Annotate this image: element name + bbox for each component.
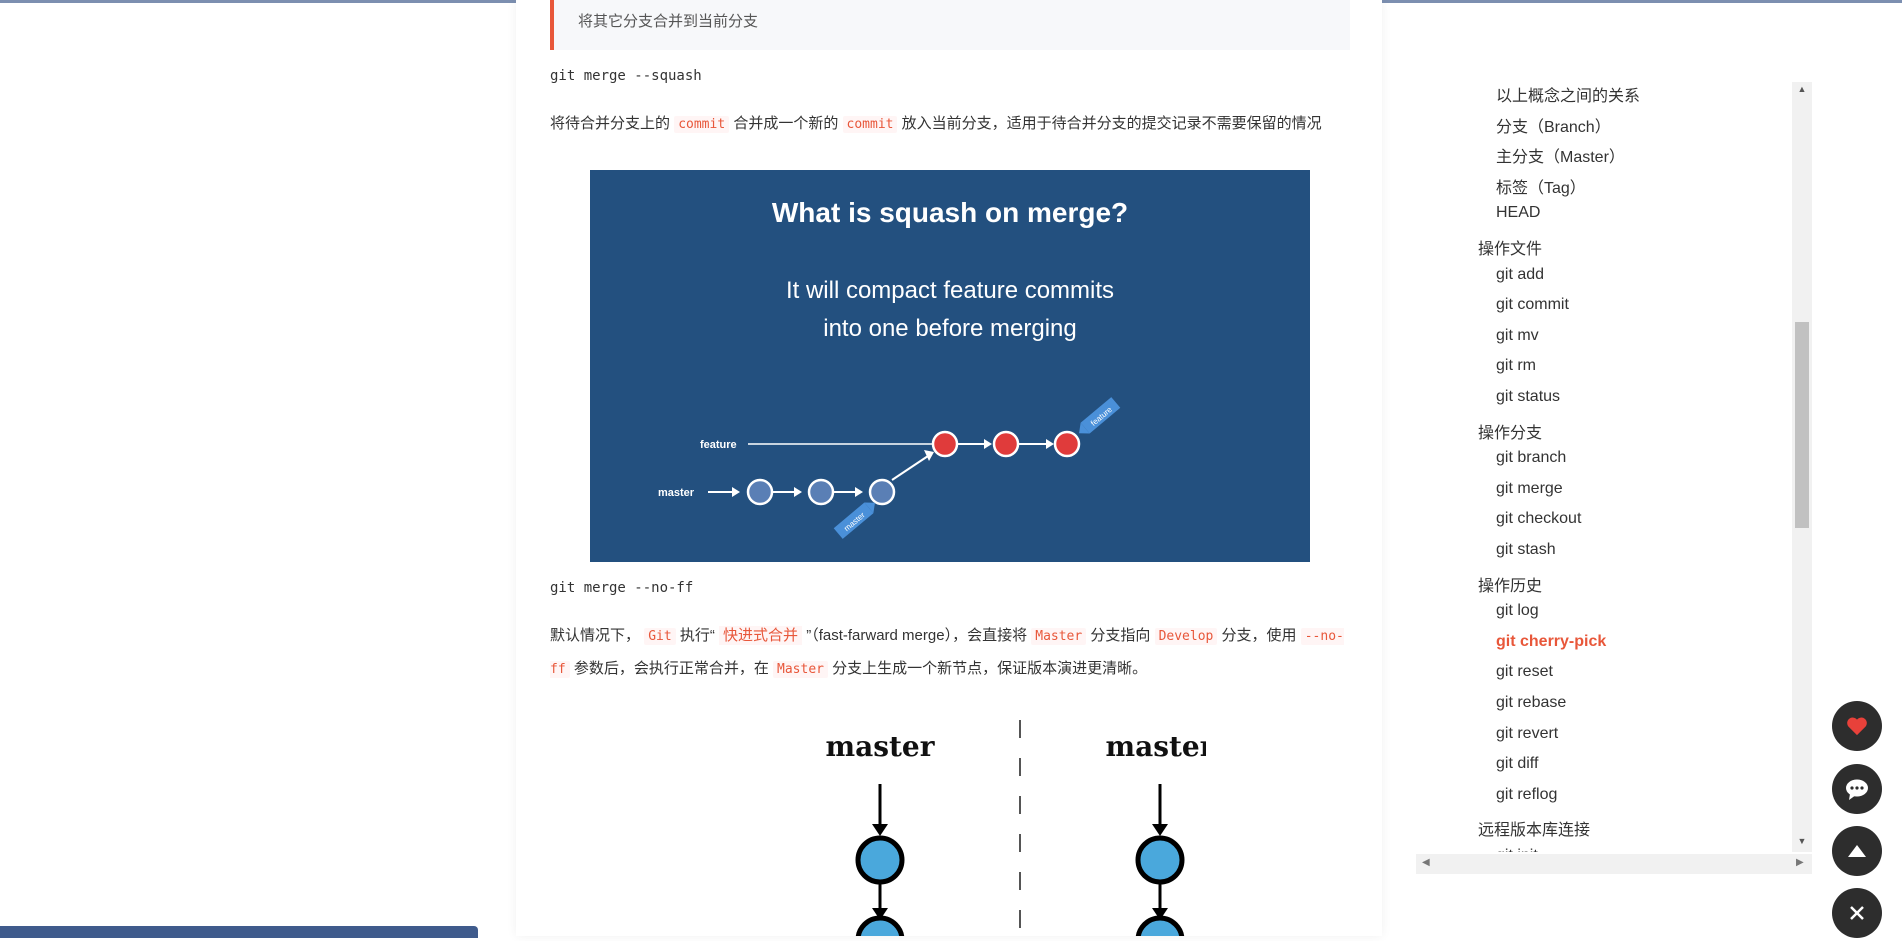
toc-item[interactable]: git rm [1496, 357, 1536, 375]
text: ”（fast-farward merge），会直接将 [806, 627, 1028, 644]
table-of-contents: 以上概念之间的关系分支（Branch） 主分支（Master） 标签（Tag） HEA… [1416, 82, 1812, 852]
toc-item[interactable]: git mv [1496, 326, 1539, 344]
article-content: 将其它分支合并到当前分支 git merge --squash 将待合并分支上的… [516, 0, 1382, 941]
feature-branch-label: feature [700, 439, 737, 451]
toc-horizontal-scrollbar[interactable]: ◀ ▶ [1416, 854, 1812, 874]
noff-paragraph: 默认情况下， Git 执行“ 快进式合并 ”（fast-farward merg… [550, 620, 1358, 686]
toc-item[interactable]: git log [1496, 602, 1539, 620]
toc-vertical-scrollbar[interactable]: ▲ ▼ [1792, 82, 1812, 852]
scroll-right-arrow-icon[interactable]: ▶ [1796, 857, 1804, 868]
toc-item[interactable]: git cherry-pick [1496, 632, 1607, 650]
noff-diagram-svg: master master [825, 720, 1216, 941]
toc-item[interactable]: git branch [1496, 449, 1567, 467]
master-branch-label: master [658, 487, 695, 499]
inline-code: commit [674, 116, 730, 133]
text: 放入当前分支，适用于待合并分支的提交记录不需要保留的情况 [901, 115, 1322, 132]
toc-item[interactable]: git reset [1496, 663, 1553, 681]
toc-item[interactable]: 标签（Tag） [1496, 179, 1586, 197]
left-branch [855, 784, 905, 941]
toc-item[interactable]: git stash [1496, 541, 1556, 558]
scroll-down-arrow-icon[interactable]: ▼ [1797, 836, 1807, 846]
master-tag: master [833, 502, 875, 539]
scrollbar-thumb[interactable] [1795, 322, 1809, 528]
diagram-line1: It will compact feature commits [786, 277, 1114, 304]
toc-item[interactable]: git revert [1496, 724, 1559, 742]
text: 执行“ [679, 627, 715, 644]
squash-diagram-svg: What is squash on merge? It will compact… [658, 197, 1128, 539]
blockquote: 将其它分支合并到当前分支 [550, 0, 1350, 50]
diagram-line2: into one before merging [823, 315, 1077, 342]
back-to-top-button[interactable] [1832, 826, 1882, 876]
text: 默认情况下， [550, 627, 641, 644]
toc-item[interactable]: 以上概念之间的关系 [1496, 88, 1641, 105]
like-button[interactable] [1832, 701, 1882, 751]
comment-icon [1846, 779, 1868, 800]
scroll-up-arrow-icon[interactable]: ▲ [1797, 84, 1807, 94]
toc-item[interactable]: git init [1496, 847, 1538, 852]
inline-code: commit [842, 116, 898, 133]
highlight-text: 快进式合并 [719, 626, 803, 645]
noff-title: git merge --no-ff [550, 580, 694, 596]
scroll-left-arrow-icon[interactable]: ◀ [1422, 857, 1430, 868]
text: 分支指向 [1090, 627, 1151, 644]
inline-code: Master [773, 661, 828, 678]
squash-title: git merge --squash [550, 68, 702, 84]
text: 合并成一个新的 [733, 115, 839, 132]
inline-code: Develop [1154, 628, 1218, 645]
toc-item[interactable]: HEAD [1496, 204, 1541, 222]
right-master-label: master [1105, 730, 1206, 763]
text: 分支，使用 [1221, 627, 1297, 644]
toc-item[interactable]: git checkout [1496, 510, 1582, 528]
toc-item[interactable]: git merge [1496, 479, 1563, 497]
toc-item[interactable]: 操作历史 [1478, 577, 1543, 595]
heart-icon [1847, 717, 1867, 736]
toc-item[interactable]: 操作文件 [1478, 241, 1543, 258]
toc-item[interactable]: git diff [1496, 755, 1539, 773]
toc-item[interactable]: git status [1496, 388, 1561, 405]
blockquote-text: 将其它分支合并到当前分支 [578, 13, 759, 30]
browser-status-bar [0, 926, 478, 938]
arrow-up-icon [1848, 845, 1866, 857]
toc-item[interactable]: git commit [1496, 296, 1569, 314]
toc-item[interactable]: 主分支（Master） [1496, 149, 1625, 167]
squash-merge-diagram: What is squash on merge? It will compact… [590, 170, 1310, 562]
toc-item[interactable]: git reflog [1496, 785, 1558, 803]
text: 将待合并分支上的 [550, 115, 671, 132]
toc-item[interactable]: 操作分支 [1478, 424, 1543, 442]
text: 参数后，会执行正常合并，在 [573, 660, 769, 677]
master-line [708, 450, 934, 497]
inline-code: Git [644, 628, 676, 645]
feature-commit-nodes [931, 430, 1081, 458]
feature-tag: feature [1079, 397, 1121, 434]
toc-item[interactable]: 远程版本库连接 [1478, 822, 1591, 840]
diagram-heading: What is squash on merge? [772, 197, 1128, 228]
noff-merge-diagram: master master [786, 700, 1216, 941]
close-icon [1850, 906, 1864, 920]
toc-item[interactable]: 分支（Branch） [1496, 118, 1611, 136]
feature-line [748, 439, 1054, 449]
close-button[interactable] [1832, 888, 1882, 938]
inline-code: Master [1031, 628, 1087, 645]
toc-item[interactable]: git rebase [1496, 694, 1567, 711]
comment-button[interactable] [1832, 764, 1882, 814]
left-master-label: master [825, 730, 935, 763]
squash-paragraph: 将待合并分支上的 commit 合并成一个新的 commit 放入当前分支，适用… [550, 108, 1358, 141]
toc-item[interactable]: git add [1496, 265, 1545, 283]
master-commit-nodes [746, 478, 896, 506]
text: 分支上生成一个新节点，保证版本演进更清晰。 [832, 660, 1148, 677]
right-branch [1135, 784, 1185, 941]
